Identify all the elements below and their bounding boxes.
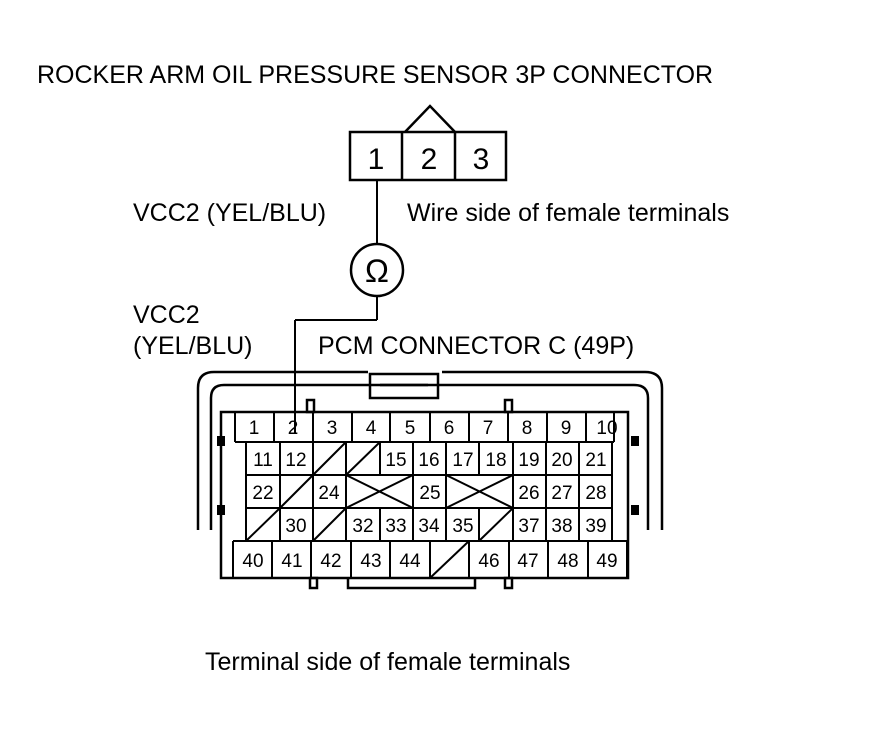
pin-25: 25 [419,483,440,504]
pin-46: 46 [478,551,499,572]
pin-18: 18 [485,450,506,471]
pin-26: 26 [518,483,539,504]
pin-8: 8 [522,418,533,439]
pcm-connector-housing [196,370,664,590]
wire-side-label: Wire side of female terminals [407,199,730,227]
pin-42: 42 [320,551,341,572]
sensor-connector [348,104,508,182]
sensor-connector-key [404,104,456,133]
pin-12: 12 [285,450,306,471]
pin-15: 15 [385,450,406,471]
sensor-pin-3: 3 [473,143,490,176]
pin-grid [232,412,628,579]
pin-19: 19 [518,450,539,471]
pin-27: 27 [551,483,572,504]
sensor-connector-body [348,130,508,182]
wire-label-lower-line2: (YEL/BLU) [133,332,253,360]
pin-35: 35 [452,516,473,537]
probe-wire [294,180,405,434]
pin-43: 43 [360,551,381,572]
pcm-connector-label: PCM CONNECTOR C (49P) [318,332,635,360]
terminal-side-label: Terminal side of female terminals [205,648,571,676]
pin-33: 33 [385,516,406,537]
pin-1: 1 [249,418,260,439]
pin-11: 11 [253,450,273,471]
pcm-connector-latches [217,436,639,515]
pin-16: 16 [418,450,439,471]
pin-40: 40 [242,551,263,572]
pin-2: 2 [288,418,299,439]
wire-label-upper: VCC2 (YEL/BLU) [133,199,327,227]
pin-6: 6 [444,418,455,439]
pin-20: 20 [551,450,572,471]
pin-17: 17 [452,450,473,471]
sensor-pin-2: 2 [421,143,438,176]
sensor-pin-1: 1 [368,143,385,176]
pin-44: 44 [399,551,421,572]
ohmmeter-symbol: Ω [365,253,389,289]
pin-41: 41 [281,551,302,572]
pin-38: 38 [551,516,572,537]
pin-39: 39 [585,516,606,537]
pin-4: 4 [366,418,377,439]
pin-30: 30 [285,516,306,537]
pin-5: 5 [405,418,416,439]
pin-47: 47 [517,551,538,572]
pin-28: 28 [585,483,606,504]
pin-49: 49 [596,551,617,572]
pin-24: 24 [318,483,340,504]
pin-34: 34 [418,516,440,537]
pin-32: 32 [352,516,373,537]
pin-7: 7 [483,418,494,439]
pin-22: 22 [252,483,273,504]
pin-37: 37 [518,516,539,537]
wire-label-lower-line1: VCC2 [133,301,200,329]
diagram-title: ROCKER ARM OIL PRESSURE SENSOR 3P CONNEC… [37,61,714,89]
pin-48: 48 [557,551,578,572]
pin-21: 21 [585,450,606,471]
pin-labels: 1 2 3 4 5 6 7 8 9 10 11 12 15 16 17 18 1… [242,418,617,572]
pin-9: 9 [561,418,572,439]
pin-3: 3 [327,418,338,439]
pin-10: 10 [596,418,617,439]
